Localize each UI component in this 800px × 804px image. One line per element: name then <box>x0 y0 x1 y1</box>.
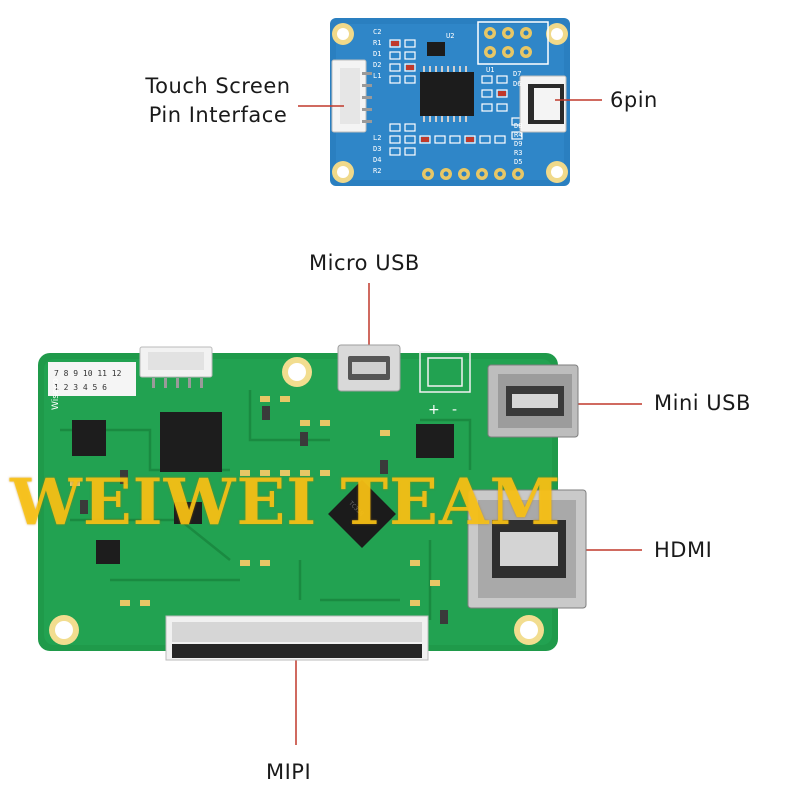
touch-screen-label: Touch Screen Pin Interface <box>128 76 308 126</box>
touch-label-line1: Touch Screen <box>145 74 291 98</box>
touch-label-line2: Pin Interface <box>148 103 288 127</box>
silk-brand: Wiseco <box>51 378 61 410</box>
silk-right-bottom-1: R4 <box>514 131 522 139</box>
silk-right-bottom-0: D8 <box>514 122 522 130</box>
silk-left-bottom-1: D3 <box>373 145 381 153</box>
silk-right-top-1: D6 <box>513 80 521 88</box>
mini-usb-label: Mini USB <box>654 391 751 415</box>
silk-left-top-3: D2 <box>373 61 381 69</box>
six-pin-label: 6pin <box>610 88 658 112</box>
silk-pins-top: 7 8 9 10 11 12 <box>54 369 122 378</box>
silk-right-bottom-4: D5 <box>514 158 522 166</box>
hdmi-label: HDMI <box>654 538 713 562</box>
micro-usb-label: Micro USB <box>309 251 420 275</box>
mipi-label: MIPI <box>266 760 312 784</box>
silk-left-top-0: C2 <box>373 28 381 36</box>
silk-left-bottom-3: R2 <box>373 167 381 175</box>
silk-left-top-1: R1 <box>373 39 381 47</box>
silk-u1: U1 <box>486 66 494 74</box>
silk-right-top-0: D7 <box>513 70 521 78</box>
silk-u2: U2 <box>446 32 454 40</box>
silk-left-top-4: L1 <box>373 72 381 80</box>
watermark: WEIWEI TEAM <box>10 465 562 540</box>
silk-plus: + <box>428 402 440 418</box>
silk-minus: - <box>452 402 457 418</box>
silk-left-top-2: D1 <box>373 50 381 58</box>
touch-adapter-board: U1 U2 C2 R1 D1 D2 L1 L2 D3 D4 R2 D7 D6 D… <box>330 18 570 186</box>
silk-pins-bottom: 1 2 3 4 5 6 <box>54 383 107 392</box>
main-driver-board: 7 8 9 10 11 12 1 2 3 4 5 6 Wiseco + - <box>38 344 587 661</box>
silk-right-bottom-2: D9 <box>514 140 522 148</box>
silk-left-bottom-2: D4 <box>373 156 381 164</box>
silk-right-bottom-3: R3 <box>514 149 522 157</box>
silk-left-bottom-0: L2 <box>373 134 381 142</box>
